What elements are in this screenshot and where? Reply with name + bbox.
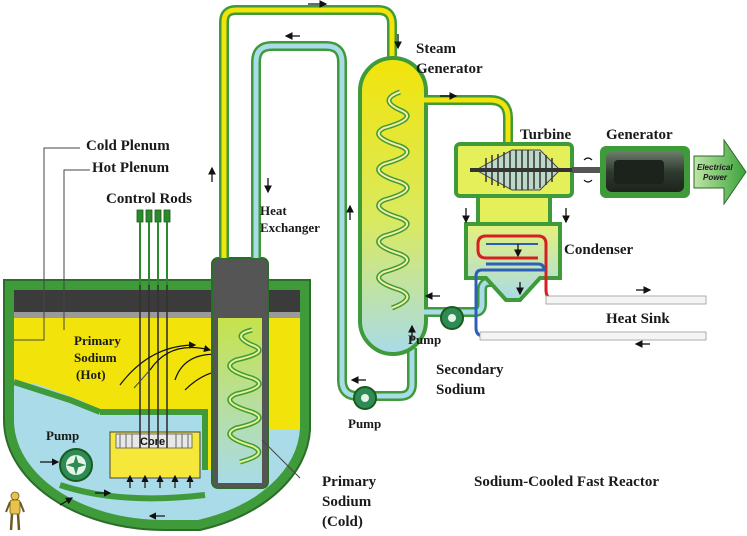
heat-exchanger-label-1: Heat <box>260 203 287 218</box>
electrical-power-arrow-icon: Electrical Power <box>693 138 747 206</box>
flow-arrow-icon <box>208 0 652 384</box>
turbine <box>454 142 600 226</box>
primary-hot-label-2: Sodium <box>74 350 117 365</box>
heat-sink-pipes <box>479 295 707 341</box>
electrical-power-label-1: Electrical <box>697 163 733 172</box>
secondary-pump-icon <box>353 386 377 410</box>
secondary-loop-hot <box>219 5 397 258</box>
core-pump-icon <box>59 448 93 482</box>
primary-cold-label-1: Primary <box>322 474 377 490</box>
feedwater-pump-icon <box>440 306 464 330</box>
secondary-pump-label: Pump <box>348 416 381 431</box>
steam-generator-label-1: Steam <box>416 41 456 57</box>
steam-generator-label-2: Generator <box>416 61 483 77</box>
steam-generator <box>358 56 428 356</box>
diagram-title: Sodium-Cooled Fast Reactor <box>474 474 659 490</box>
control-rods-label: Control Rods <box>106 191 192 207</box>
primary-hot-label-1: Primary <box>74 333 121 348</box>
heat-exchanger-label-2: Exchanger <box>260 220 320 235</box>
condenser <box>464 222 706 338</box>
turbine-label: Turbine <box>520 127 571 143</box>
reactor-core: Core <box>109 431 201 479</box>
condenser-label: Condenser <box>564 242 634 258</box>
feedwater-pump-label: Pump <box>408 332 441 347</box>
heat-exchanger <box>211 257 269 489</box>
core-label: Core <box>140 436 165 448</box>
primary-cold-label-2: Sodium <box>322 494 372 510</box>
generator-icon <box>572 146 690 198</box>
hot-plenum-label: Hot Plenum <box>92 160 170 176</box>
primary-hot-label-3: (Hot) <box>76 367 106 382</box>
cold-plenum-label: Cold Plenum <box>86 138 170 154</box>
control-rods <box>136 209 171 448</box>
primary-cold-label-3: (Cold) <box>322 514 363 530</box>
secondary-sodium-label-2: Sodium <box>436 382 486 398</box>
leader-lines <box>14 147 301 479</box>
core-pump-label: Pump <box>46 428 79 443</box>
person-scale-icon <box>5 491 25 531</box>
secondary-loop-cold <box>251 41 417 401</box>
electrical-power-label-2: Power <box>703 173 728 182</box>
steam-line <box>424 95 513 150</box>
generator-label: Generator <box>606 127 673 143</box>
heat-sink-label: Heat Sink <box>606 311 670 327</box>
secondary-sodium-label-1: Secondary <box>436 362 504 378</box>
